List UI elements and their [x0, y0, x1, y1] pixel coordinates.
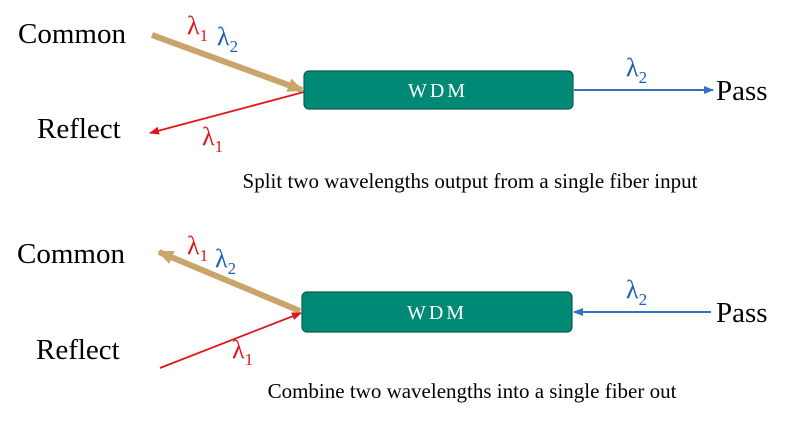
lambda1-common-label: λ1: [187, 231, 208, 265]
wdm-box-label: WDM: [408, 80, 468, 102]
split-diagram: WDM Common Reflect Pass λ1 λ2 λ1 λ2 Spli…: [18, 11, 768, 193]
lambda2-pass-label: λ2: [626, 53, 647, 87]
common-label: Common: [17, 238, 125, 270]
common-input-arrow: [150, 32, 304, 93]
reflect-label: Reflect: [37, 113, 121, 145]
lambda2-common-label: λ2: [217, 22, 238, 56]
common-output-arrow: [157, 249, 302, 314]
wdm-box: [301, 291, 573, 333]
reflect-label: Reflect: [36, 334, 120, 366]
lambda1-reflect-label: λ1: [232, 335, 253, 369]
common-label: Common: [18, 18, 126, 50]
pass-label: Pass: [716, 297, 768, 329]
lambda2-common-label: λ2: [215, 244, 236, 278]
pass-label: Pass: [716, 75, 768, 107]
wdm-box-label: WDM: [407, 302, 467, 324]
lambda1-common-label: λ1: [187, 11, 208, 45]
combine-diagram: WDM Common Reflect Pass λ1 λ2 λ1 λ2 Comb…: [17, 231, 768, 403]
wdm-box: [303, 70, 574, 110]
reflect-output-arrow: [149, 91, 305, 135]
split-caption: Split two wavelengths output from a sing…: [243, 169, 698, 193]
lambda1-reflect-label: λ1: [202, 122, 223, 156]
reflect-input-arrow: [159, 312, 302, 369]
combine-caption: Combine two wavelengths into a single fi…: [268, 379, 677, 403]
lambda2-pass-label: λ2: [626, 275, 647, 309]
